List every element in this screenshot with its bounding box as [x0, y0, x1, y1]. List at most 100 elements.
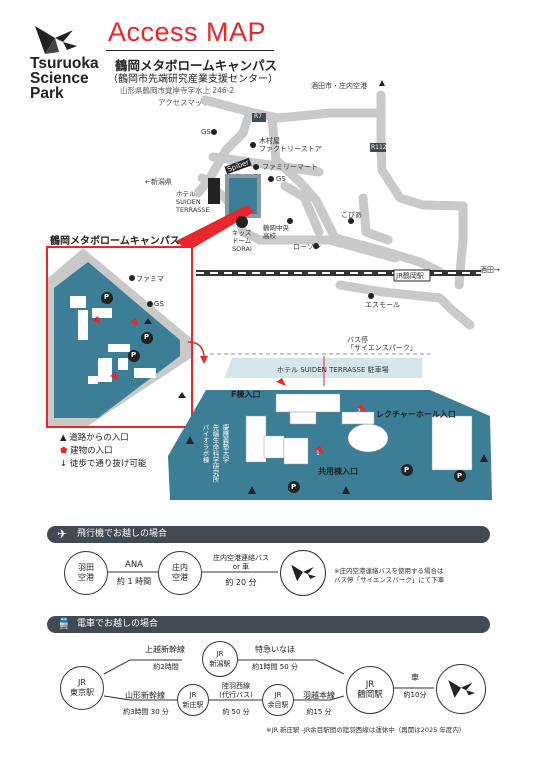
- label-flight-time: 約 1 時間: [116, 577, 152, 586]
- label-uetsu-time: 約15 分: [306, 708, 332, 716]
- label-keio-lab: 慶應義塾大学 先端生命科学研究所 バイオラボ棟: [201, 424, 229, 483]
- entrance-3: [276, 378, 286, 386]
- label-kobia: こぴあ: [341, 211, 362, 219]
- stop-amarume: JR 余目駅: [262, 684, 294, 716]
- label-familymart: ファミリーマート: [262, 163, 318, 171]
- inset-title: 鶴岡メタボロームキャンパス: [50, 236, 180, 247]
- stop-shonai-airport: 庄内 空港: [158, 551, 202, 595]
- station-box: [393, 269, 431, 282]
- entrance-1: [314, 446, 324, 454]
- label-to-sakata: 酒田市・庄内空港: [311, 82, 367, 90]
- label-gs-2: GS: [276, 175, 286, 183]
- train-section-header: 🚆 電車でお越しの場合: [47, 616, 490, 633]
- gs-dot-2: [268, 176, 274, 182]
- campus-p-2: P: [404, 466, 410, 474]
- hotel-parking-area: [224, 358, 422, 378]
- label-lawson: ローソン: [293, 243, 321, 251]
- r7-shield: [252, 113, 266, 122]
- road-r7: [200, 95, 386, 123]
- stop-tsuruoka: JR 鶴岡駅: [346, 666, 394, 714]
- stop-shinjo: JR 新庄駅: [177, 684, 209, 716]
- destination-campus: [280, 550, 326, 596]
- inset-p-1: P: [104, 293, 110, 301]
- legend-item-walk: ↓ 徒歩で通り抜け可能: [60, 458, 146, 471]
- logo-line-3: Park: [30, 85, 64, 102]
- crane-logo-icon: [35, 26, 77, 54]
- road-entrance-icon: ▲: [60, 433, 67, 443]
- label-inaho: 特急いなほ: [255, 645, 295, 654]
- legend: ▲ 道路からの入口 ⬟ 建物の入口 ↓ 徒歩で通り抜け可能: [60, 432, 146, 471]
- label-high-school: 鶴岡中央 高校: [263, 224, 289, 240]
- high-school-dot: [287, 218, 293, 224]
- road-r112: [376, 90, 468, 211]
- label-rikuu-time: 約 50 分: [222, 708, 250, 716]
- num-2: 2: [357, 408, 361, 415]
- label-gs-1: GS: [201, 128, 211, 136]
- label-r7: R7: [254, 113, 262, 120]
- crane-destination-icon: [291, 564, 316, 582]
- label-car-time: 約10分: [403, 691, 427, 699]
- pointer-wedge: [176, 205, 254, 251]
- campus-map: [168, 353, 492, 500]
- lecture-hall: [347, 423, 389, 453]
- stop-tokyo: JR 東京駅: [60, 666, 104, 710]
- kobia-dot: [348, 218, 354, 224]
- inset-label-familymart: ファミマ: [136, 275, 164, 283]
- destination-campus-train: [436, 664, 486, 714]
- plane-section-header: ✈ 飛行機でお越しの場合: [47, 526, 490, 543]
- campus-p-1: P: [291, 483, 297, 491]
- r112-shield: [370, 143, 386, 152]
- curved-arrow-icon: [187, 341, 208, 364]
- train-header-label: 電車でお越しの場合: [77, 619, 159, 629]
- label-yamagata-time: 約3時間 30 分: [123, 708, 169, 716]
- label-to-niigata: ←新潟県: [145, 178, 172, 186]
- stop-niigata: JR 新潟駅: [202, 641, 238, 677]
- legend-item-road: ▲ 道路からの入口: [60, 432, 146, 445]
- familymart-dot: [253, 164, 259, 170]
- kids-dome-dot: [236, 216, 248, 228]
- inset-parking-1: [101, 292, 113, 304]
- inset-label-gs: GS: [154, 300, 164, 308]
- num-3: 3: [276, 382, 280, 389]
- inset-map-drawing: [48, 248, 191, 426]
- label-joetsu-time: 約2時間: [153, 663, 179, 671]
- walk-through-icon: ↓: [60, 459, 68, 469]
- label-to-sakata-rail: 酒田→: [480, 266, 500, 274]
- label-car: 車: [411, 673, 419, 682]
- label-common-entrance: 共用棟入口: [318, 467, 358, 476]
- label-r112: R112: [371, 144, 387, 151]
- subtitle: アクセスマップ: [158, 98, 210, 107]
- train-route-lines: [103, 659, 434, 701]
- center-name: （鶴岡市先端研究産業支援センター）: [108, 74, 278, 85]
- legend-road-label: 道路からの入口: [69, 433, 129, 443]
- label-kids-dome: キッズ ドーム SORAI: [232, 229, 252, 253]
- label-uetsu: 羽越本線: [303, 691, 335, 700]
- label-rikuu: 陸羽西線 (代行バス): [219, 682, 253, 699]
- label-smol: エスモール: [365, 301, 400, 309]
- label-hotel: ホテル SUIDEN TERRASSE: [176, 190, 210, 214]
- label-bus-time: 約 20 分: [225, 578, 257, 587]
- plane-header-label: 飛行機でお越しの場合: [77, 529, 168, 539]
- title-rule: [106, 50, 274, 51]
- num-1: 1: [316, 450, 320, 457]
- label-yamagata: 山形新幹線: [125, 691, 165, 700]
- label-bus-stop: バス停 「サイエンスパーク」: [347, 336, 417, 352]
- legend-item-building: ⬟ 建物の入口: [60, 445, 146, 458]
- airplane-icon: ✈: [57, 527, 68, 541]
- legend-walk-label: 徒歩で通り抜け可能: [69, 459, 147, 469]
- entrance-2: [356, 404, 366, 412]
- lawson-dot: [313, 243, 319, 249]
- label-station: JR鶴岡駅: [396, 272, 424, 280]
- road-minor-2: [358, 193, 393, 245]
- label-airport-bus: 庄内空港連絡バス or 車: [213, 554, 269, 571]
- address: 山形県鶴岡市覚岸寺字水上 246-2: [120, 86, 235, 95]
- logo-line-2: Science: [30, 70, 89, 87]
- page-title: Access MAP: [108, 17, 267, 47]
- label-kimuraya: 木村屋 ファクトリーストア: [259, 137, 322, 153]
- stop-haneda: 羽田 空港: [64, 551, 108, 595]
- smol-dot: [368, 293, 374, 299]
- inset-parking-3: [128, 350, 140, 362]
- gs-dot-1: [211, 129, 217, 135]
- area-map: [176, 80, 481, 330]
- label-f-entrance: F棟入口: [231, 390, 261, 399]
